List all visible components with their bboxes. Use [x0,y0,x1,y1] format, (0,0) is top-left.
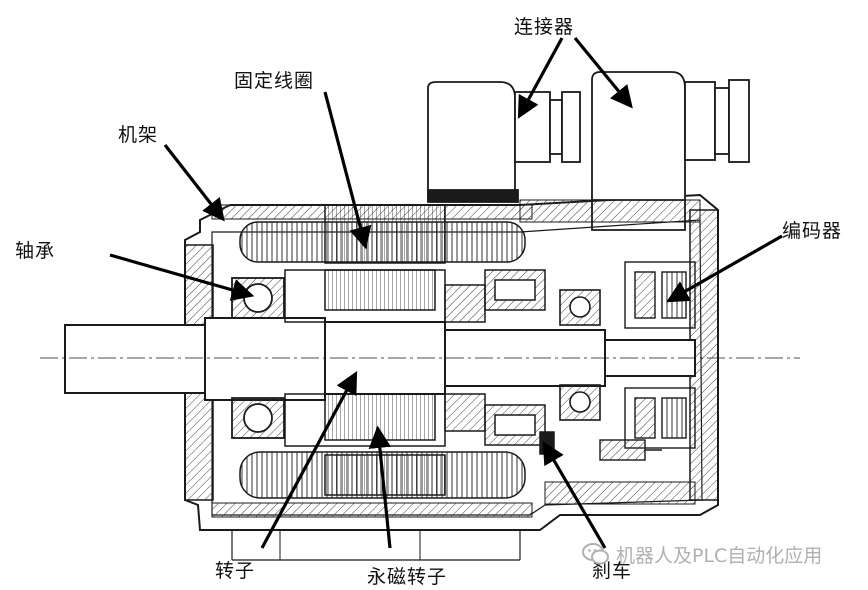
label-encoder: 编码器 [782,220,843,242]
front-bearing [231,277,285,439]
label-bearing: 轴承 [15,240,56,262]
connectors [427,71,750,231]
label-rotor: 转子 [215,560,256,582]
rear-bearing [559,289,601,421]
label-frame: 机架 [118,124,159,146]
label-connector: 连接器 [514,16,575,38]
leader-lines [109,36,783,549]
watermark-text: 机器人及PLC自动化应用 [616,544,823,567]
label-stator-coil: 固定线圈 [234,70,315,92]
label-pm-rotor: 永磁转子 [367,566,448,588]
wechat-icon [582,543,609,565]
watermark: 机器人及PLC自动化应用 [582,540,822,568]
label-brake: 刹车 [592,560,633,582]
